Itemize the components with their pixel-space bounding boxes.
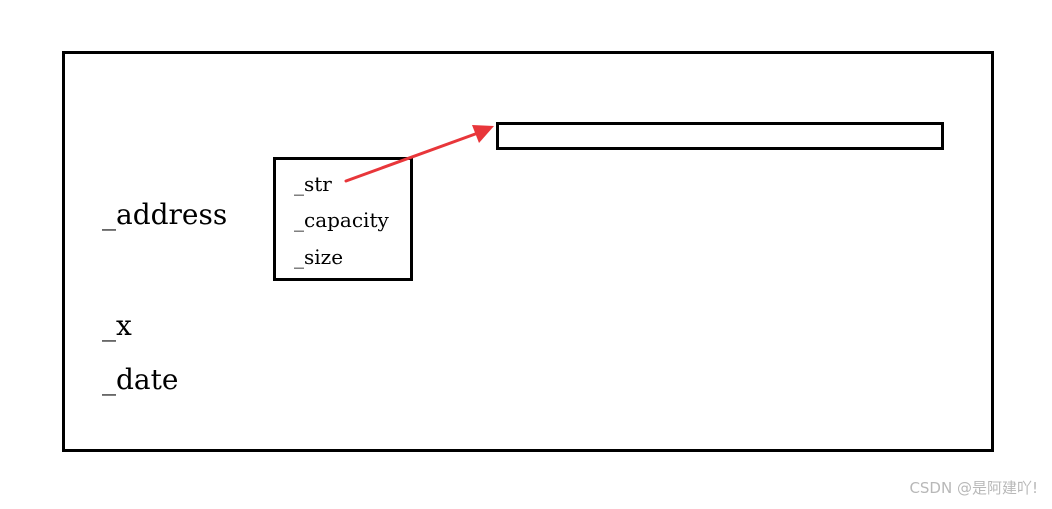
member-date-label: _date (102, 363, 179, 396)
member-address-label: _address (102, 198, 228, 231)
string-object-box (273, 157, 413, 281)
member-x-label: _x (102, 309, 132, 342)
heap-buffer-box (496, 122, 944, 150)
field-str-label: _str (294, 172, 332, 196)
field-size-label: _size (294, 245, 344, 269)
watermark-text: CSDN @是阿建吖! (909, 479, 1038, 497)
object-memory-box (62, 51, 994, 452)
field-capacity-label: _capacity (294, 208, 389, 232)
